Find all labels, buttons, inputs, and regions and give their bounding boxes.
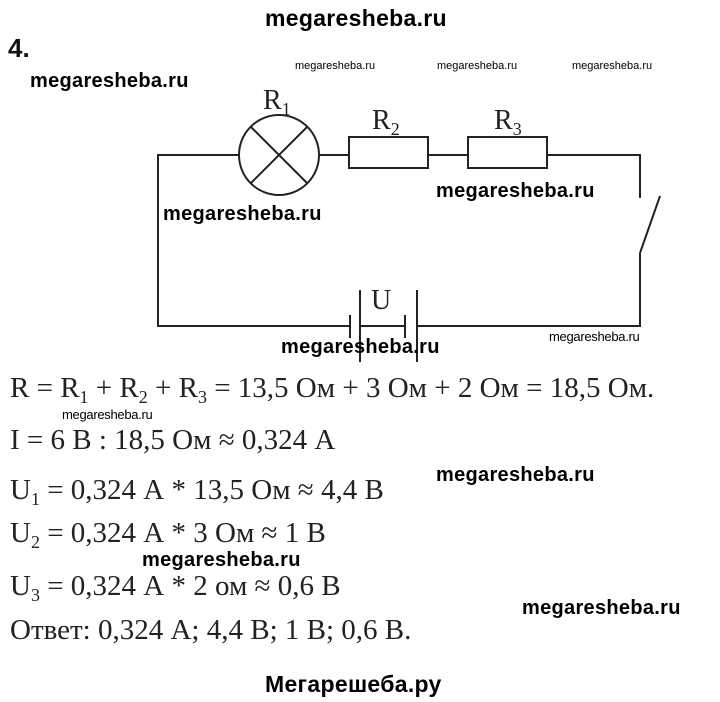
header-site: megaresheba.ru bbox=[265, 5, 447, 31]
lamp-cross bbox=[250, 126, 308, 184]
wire-bottom-right bbox=[418, 253, 641, 327]
watermark: megaresheba.ru bbox=[549, 329, 640, 344]
equation-total-resistance: R = R1 + R2 + R3 = 13,5 Ом + 3 Ом + 2 Ом… bbox=[10, 372, 655, 407]
lamp-r1 bbox=[238, 114, 320, 196]
resistor-r3 bbox=[467, 136, 548, 169]
watermark: megaresheba.ru bbox=[30, 70, 189, 92]
watermark: megaresheba.ru bbox=[281, 336, 440, 358]
equation-current: I = 6 В : 18,5 Ом ≈ 0,324 А bbox=[10, 424, 336, 456]
wire-right bbox=[547, 154, 641, 198]
task-number: 4. bbox=[8, 33, 30, 63]
switch bbox=[639, 195, 661, 254]
watermark: megaresheba.ru bbox=[522, 597, 681, 619]
watermark: megaresheba.ru bbox=[436, 464, 595, 486]
watermark: megaresheba.ru bbox=[437, 60, 518, 72]
wire-left bbox=[157, 154, 350, 327]
label-u: U bbox=[371, 285, 392, 316]
watermark: megaresheba.ru bbox=[62, 407, 153, 422]
watermark: megaresheba.ru bbox=[142, 549, 301, 571]
watermark: megaresheba.ru bbox=[295, 60, 376, 72]
watermark: megaresheba.ru bbox=[163, 203, 322, 225]
equation-u3: U3 = 0,324 А * 2 ом ≈ 0,6 В bbox=[10, 570, 341, 605]
footer-site: Мегарешеба.ру bbox=[265, 671, 442, 697]
label-r1: R1 bbox=[263, 85, 291, 119]
watermark: megaresheba.ru bbox=[436, 180, 595, 202]
equation-u1: U1 = 0,324 А * 13,5 Ом ≈ 4,4 В bbox=[10, 474, 384, 509]
label-r2: R2 bbox=[372, 105, 400, 139]
watermark: megaresheba.ru bbox=[572, 60, 653, 72]
answer: Ответ: 0,324 А; 4,4 В; 1 В; 0,6 В. bbox=[10, 614, 412, 646]
resistor-r2 bbox=[348, 136, 429, 169]
label-r3: R3 bbox=[494, 105, 522, 139]
equation-u2: U2 = 0,324 А * 3 Ом ≈ 1 В bbox=[10, 517, 326, 552]
